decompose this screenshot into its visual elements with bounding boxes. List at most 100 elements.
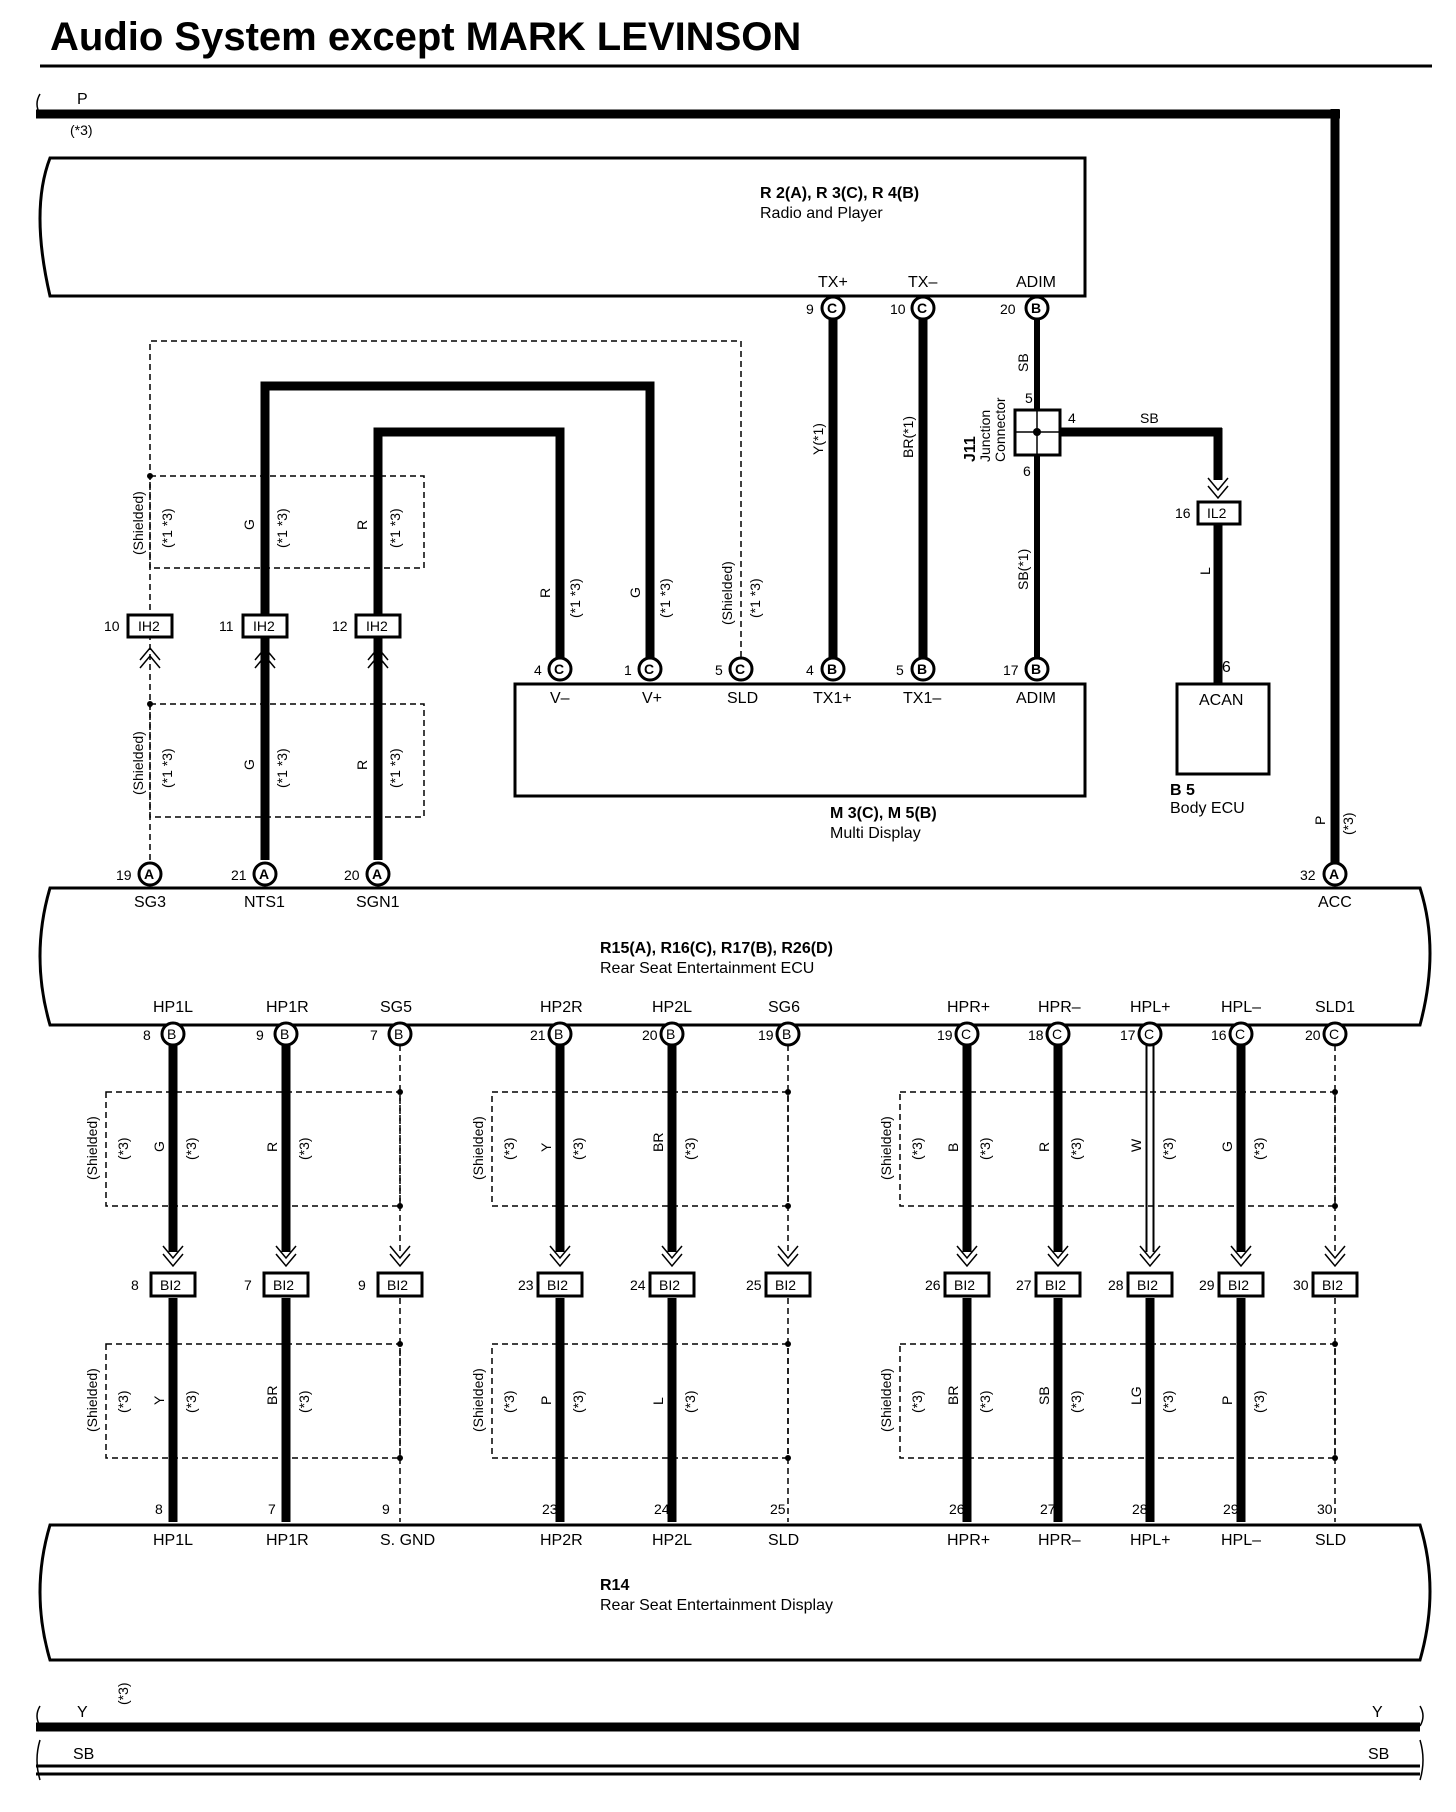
svg-text:(*1 *3): (*1 *3) <box>747 578 763 618</box>
wire-color-upper: R <box>1036 1142 1052 1152</box>
multi-display: M 3(C), M 5(B) Multi Display <box>513 682 1087 842</box>
ecu-pin-circle <box>547 1021 573 1047</box>
svg-text:(*1 *3): (*1 *3) <box>274 508 290 548</box>
display-pin-terminal: HP2L <box>652 1532 692 1549</box>
svg-text:10: 10 <box>890 301 906 317</box>
display-pin-num: 27 <box>1040 1501 1056 1517</box>
display-pin-num: 25 <box>770 1501 786 1517</box>
svg-text:P: P <box>1312 816 1328 825</box>
svg-text:IH2: IH2 <box>253 618 275 634</box>
display-pin-terminal: HPL– <box>1221 1532 1261 1549</box>
display-pin-num: 30 <box>1317 1501 1333 1517</box>
svg-text:TX+: TX+ <box>818 274 848 291</box>
connector-bi2 <box>149 1271 197 1298</box>
svg-text:20: 20 <box>344 867 360 883</box>
display-pin-terminal: HPR+ <box>947 1532 990 1549</box>
svg-text:Connector: Connector <box>992 397 1008 462</box>
ecu-pin-terminal: HP1R <box>266 999 309 1016</box>
display-pin-num: 7 <box>268 1501 276 1517</box>
body-ecu-name: Body ECU <box>1170 800 1245 817</box>
bi2-label: BI2 <box>1045 1277 1066 1293</box>
shield-label-lower: (Shielded) <box>878 1368 894 1432</box>
wire-note-lower: (*3) <box>570 1390 586 1413</box>
ecu-pin-circle <box>387 1021 413 1047</box>
ecu-pin-circle <box>1045 1021 1071 1047</box>
body-ecu: ACAN 16 B 5 Body ECU <box>1170 659 1271 817</box>
svg-text:C: C <box>917 300 927 316</box>
continuation-y-left: Y <box>77 1704 88 1721</box>
bi2-label: BI2 <box>547 1277 568 1293</box>
connector-bi2 <box>1311 1271 1359 1298</box>
svg-text:1: 1 <box>624 662 632 678</box>
shield-note-lower: (*3) <box>909 1390 925 1413</box>
wire-color-lower: P <box>1219 1396 1235 1405</box>
connector-bi2 <box>648 1271 696 1298</box>
connector-ih2-10: IH2 10 <box>104 613 174 669</box>
ecu-pin-terminal: SLD1 <box>1315 999 1355 1016</box>
svg-text:G: G <box>627 587 643 598</box>
md-pins: C 4 V– C 1 V+ C 5 SLD B 4 TX1+ B 5 TX1– … <box>534 656 1056 707</box>
display-pin-terminal: HP2R <box>540 1532 583 1549</box>
rse-ecu: R15(A), R16(C), R17(B), R26(D) Rear Seat… <box>38 886 1432 1027</box>
ecu-pin-conn: C <box>1144 1026 1154 1042</box>
wire-color-lower: LG <box>1128 1386 1144 1405</box>
svg-text:5: 5 <box>1025 390 1033 406</box>
svg-text:IH2: IH2 <box>366 618 388 634</box>
body-ecu-id: B 5 <box>1170 782 1195 799</box>
wire-color-upper: B <box>945 1143 961 1152</box>
ecu-pin-terminal: HP2L <box>652 999 692 1016</box>
wire-color-lower: L <box>650 1397 666 1405</box>
connector-bi2 <box>536 1271 584 1298</box>
svg-text:(Shielded): (Shielded) <box>130 491 146 555</box>
svg-text:SGN1: SGN1 <box>356 894 400 911</box>
wire-note-lower: (*3) <box>1251 1390 1267 1413</box>
wire-note-upper: (*3) <box>570 1137 586 1160</box>
display-pin-terminal: S. GND <box>380 1532 435 1549</box>
radio-id: R 2(A), R 3(C), R 4(B) <box>760 185 919 202</box>
wire-color-lower: BR <box>945 1386 961 1405</box>
svg-text:4: 4 <box>534 662 542 678</box>
svg-text:A: A <box>372 866 382 882</box>
ecu-pin-num: 9 <box>256 1027 264 1043</box>
ecu-pin-num: 18 <box>1028 1027 1044 1043</box>
display-pin-terminal: HP1R <box>266 1532 309 1549</box>
svg-text:V–: V– <box>550 690 570 707</box>
svg-text:19: 19 <box>116 867 132 883</box>
ecu-pin-conn: C <box>1052 1026 1062 1042</box>
continuation-lines: Y Y (*3) SB SB <box>36 1682 1424 1781</box>
bi2-num: 9 <box>358 1277 366 1293</box>
display-pin-num: 9 <box>382 1501 390 1517</box>
display-pin-terminal: HPR– <box>1038 1532 1081 1549</box>
display-pin-num: 26 <box>949 1501 965 1517</box>
bi2-label: BI2 <box>387 1277 408 1293</box>
svg-text:5: 5 <box>896 662 904 678</box>
ecu-pin-num: 7 <box>370 1027 378 1043</box>
svg-text:32: 32 <box>1300 867 1316 883</box>
wire-note-lower: (*3) <box>682 1390 698 1413</box>
shield-note-lower: (*3) <box>115 1390 131 1413</box>
ecu-pin-circle <box>1228 1021 1254 1047</box>
junction-connector-j11: 5 4 6 J11 Junction Connector SB <box>962 390 1223 480</box>
bi2-label: BI2 <box>1137 1277 1158 1293</box>
adim-wire-color-2: SB(*1) <box>1015 549 1031 590</box>
svg-text:G: G <box>241 759 257 770</box>
svg-text:R: R <box>354 520 370 530</box>
svg-text:17: 17 <box>1003 662 1019 678</box>
shield-label-upper: (Shielded) <box>878 1116 894 1180</box>
bi2-label: BI2 <box>160 1277 181 1293</box>
bi2-num: 24 <box>630 1277 646 1293</box>
svg-text:A: A <box>259 866 269 882</box>
connector-bi2 <box>262 1271 310 1298</box>
svg-text:L: L <box>1197 567 1213 575</box>
svg-text:(*1 *3): (*1 *3) <box>159 508 175 548</box>
bi2-num: 28 <box>1108 1277 1124 1293</box>
ecu-pin-terminal: HPL– <box>1221 999 1261 1016</box>
ecu-top-pins: A 19 SG3 A 21 NTS1 A 20 SGN1 A 32 ACC P … <box>116 812 1356 911</box>
wire-note-lower: (*3) <box>296 1390 312 1413</box>
svg-text:V+: V+ <box>642 690 662 707</box>
rse-ecu-name: Rear Seat Entertainment ECU <box>600 960 814 977</box>
connector-il2: IL2 16 L <box>1175 477 1242 684</box>
svg-text:4: 4 <box>806 662 814 678</box>
ecu-pin-terminal: HPR+ <box>947 999 990 1016</box>
